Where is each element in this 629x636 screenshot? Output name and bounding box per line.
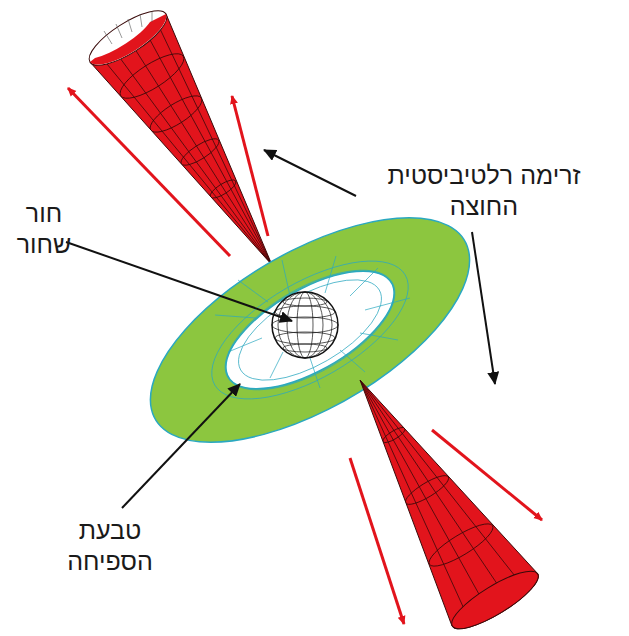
black-hole-sphere [272,292,338,358]
leader-lines [66,150,495,508]
disk-callout: טבעת הספיחה [50,515,170,577]
black-hole-callout: חור שחור [6,198,82,260]
jet-cone-bottom [360,380,545,636]
accretion-disk [150,218,469,443]
jet-callout: זרימה רלטיביסטית החוצה [350,160,618,222]
